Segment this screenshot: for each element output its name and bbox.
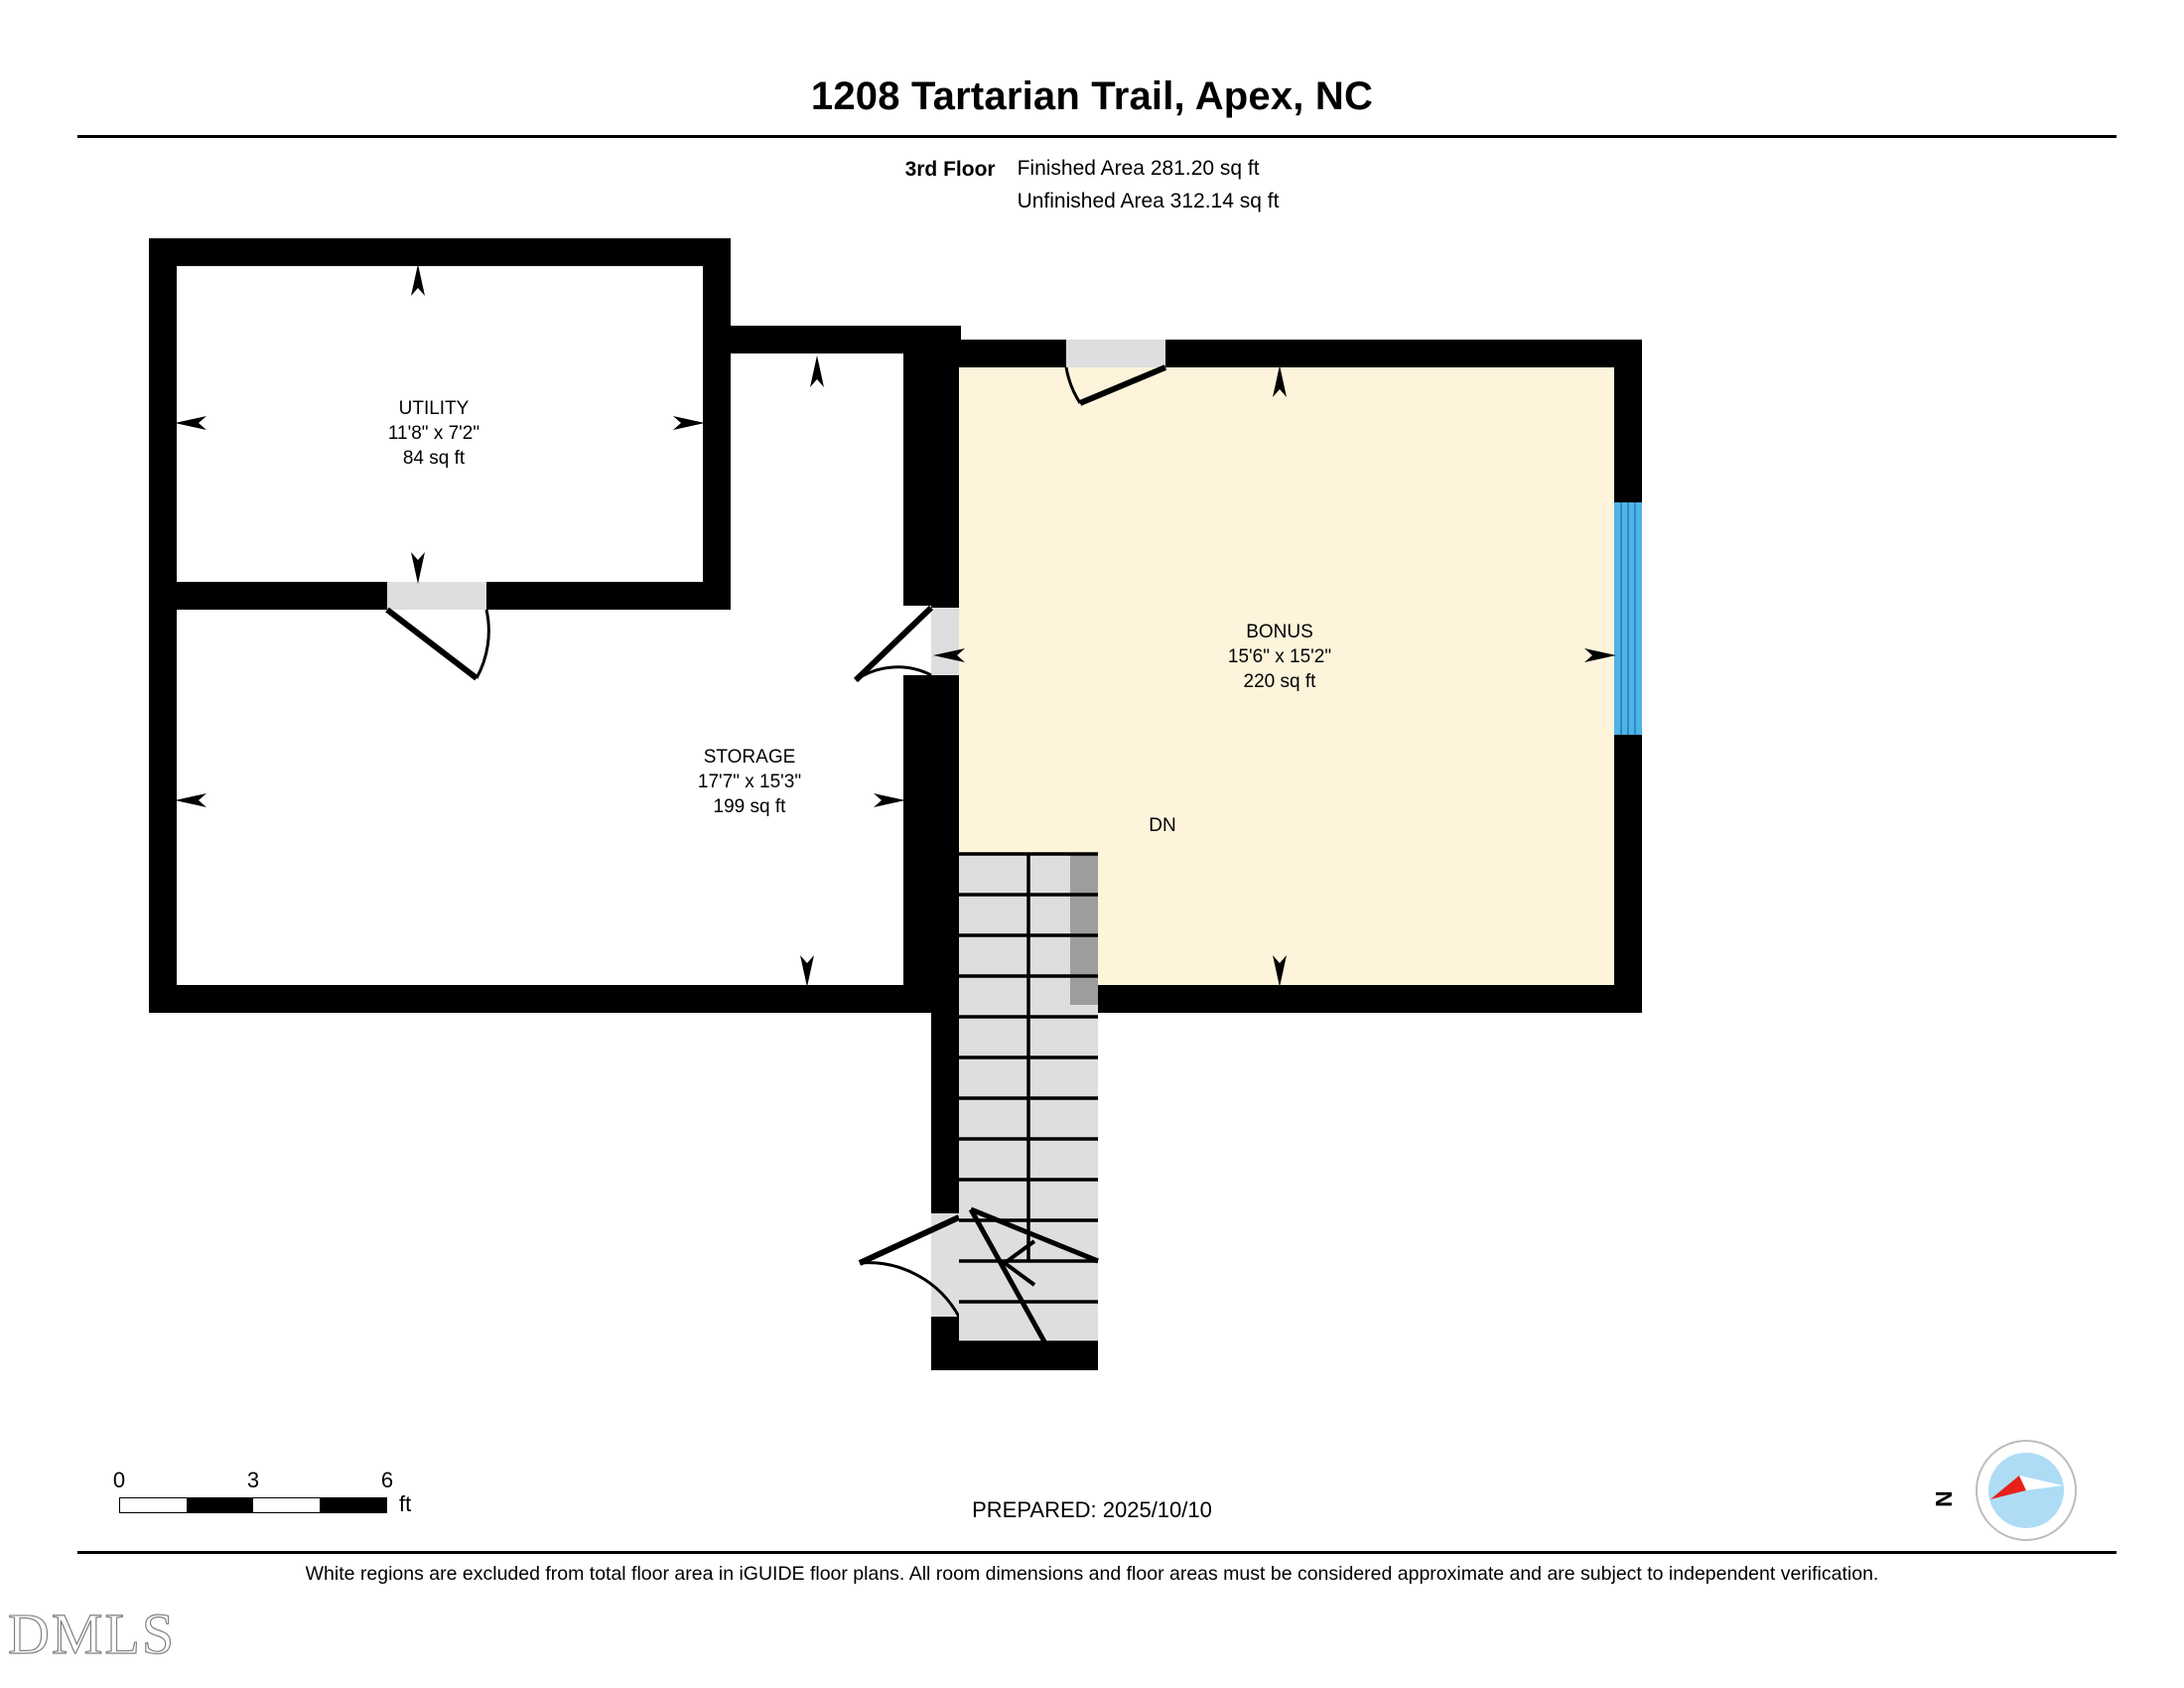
storage-floor xyxy=(177,622,931,985)
scale-segment xyxy=(253,1498,320,1512)
wall-utility-right xyxy=(703,238,731,610)
arrow-bonus-north xyxy=(1273,365,1287,397)
room-labels: UTILITY 11'8" x 7'2" 84 sq ft STORAGE 17… xyxy=(388,398,1331,836)
arrow-bonus-south xyxy=(1273,955,1287,987)
scale-bar: 0 3 6 ft xyxy=(113,1468,417,1537)
scale-unit-label: ft xyxy=(399,1491,412,1516)
staircase xyxy=(959,852,1099,1354)
wall-bonus-left-upper xyxy=(931,340,959,608)
utility-floor xyxy=(177,266,703,582)
stairs-direction-label: DN xyxy=(1149,815,1175,836)
bonus-label-name: BONUS xyxy=(1246,622,1313,642)
door-stair-landing xyxy=(858,1213,961,1318)
wall-storage-left xyxy=(149,582,177,1013)
arrow-utility-north xyxy=(411,264,425,296)
arrow-storage-south xyxy=(800,955,814,987)
scale-segment xyxy=(120,1498,187,1512)
windows xyxy=(1614,502,1642,735)
finished-area-text: Finished Area 281.20 sq ft xyxy=(1017,157,1260,180)
arrow-utility-west xyxy=(175,416,206,430)
utility-label-dimensions: 11'8" x 7'2" xyxy=(388,423,479,444)
disclaimer-text: White regions are excluded from total fl… xyxy=(305,1563,1879,1585)
dimension-arrows xyxy=(175,264,1616,987)
scale-segment xyxy=(320,1498,386,1512)
door-utility xyxy=(385,582,490,681)
room-fills xyxy=(177,266,1614,985)
compass-rose: N xyxy=(1931,1438,2079,1543)
wall-utility-top xyxy=(149,238,731,266)
scale-segment xyxy=(187,1498,253,1512)
storage-label-dimensions: 17'7" x 15'3" xyxy=(698,772,801,792)
door-bonus-west xyxy=(853,605,959,683)
page-title: 1208 Tartarian Trail, Apex, NC xyxy=(810,74,1374,118)
floor-label: 3rd Floor xyxy=(904,158,996,181)
arrow-corridor-north xyxy=(810,355,824,387)
wall-utility-bottom-right xyxy=(486,582,731,610)
scale-tick-0: 0 xyxy=(112,1468,126,1492)
prepared-date: PREPARED: 2025/10/10 xyxy=(972,1497,1212,1522)
wall-bonus-left-lower xyxy=(931,675,959,1013)
bonus-label-area: 220 sq ft xyxy=(1244,671,1317,692)
bonus-label-dimensions: 15'6" x 15'2" xyxy=(1228,646,1331,667)
arrow-utility-east xyxy=(673,416,705,430)
wall-storage-bottom xyxy=(149,985,931,1013)
arrow-storage-east xyxy=(874,793,905,807)
footer-divider xyxy=(77,1551,2116,1554)
wall-bonus-right-upper xyxy=(1614,340,1642,502)
arrow-bonus-west xyxy=(933,648,965,662)
floor-plan-drawing: UTILITY 11'8" x 7'2" 84 sq ft STORAGE 17… xyxy=(149,238,2035,1420)
arrow-bonus-east xyxy=(1584,648,1616,662)
header-divider xyxy=(77,135,2116,138)
unfinished-area-text: Unfinished Area 312.14 sq ft xyxy=(1017,190,1280,212)
utility-label-name: UTILITY xyxy=(399,398,470,419)
arrow-utility-south xyxy=(411,552,425,584)
storage-label-name: STORAGE xyxy=(704,747,796,768)
utility-label-area: 84 sq ft xyxy=(403,448,466,469)
wall-corridor-top xyxy=(703,326,961,353)
wall-utility-left xyxy=(149,238,177,610)
scale-bar-segments xyxy=(119,1497,387,1513)
wall-bonus-right-lower xyxy=(1614,735,1642,1013)
wall-storage-right-lower xyxy=(903,675,931,1013)
watermark-logo: DMLS xyxy=(7,1601,177,1666)
door-bonus-north xyxy=(1064,340,1167,406)
compass-north-label: N xyxy=(1930,1490,1957,1507)
wall-stair-bottom xyxy=(931,1342,1098,1370)
arrow-storage-west xyxy=(175,793,206,807)
scale-tick-3: 3 xyxy=(246,1468,260,1492)
floor-area-summary: 3rd Floor Finished Area 281.20 sq ft Unf… xyxy=(0,157,2184,213)
wall-storage-right-upper xyxy=(903,353,931,606)
storage-label-area: 199 sq ft xyxy=(714,796,787,817)
scale-tick-6: 6 xyxy=(380,1468,394,1492)
wall-utility-bottom-left xyxy=(149,582,387,610)
doors xyxy=(385,340,1167,1318)
wall-bonus-top-right xyxy=(1165,340,1642,367)
